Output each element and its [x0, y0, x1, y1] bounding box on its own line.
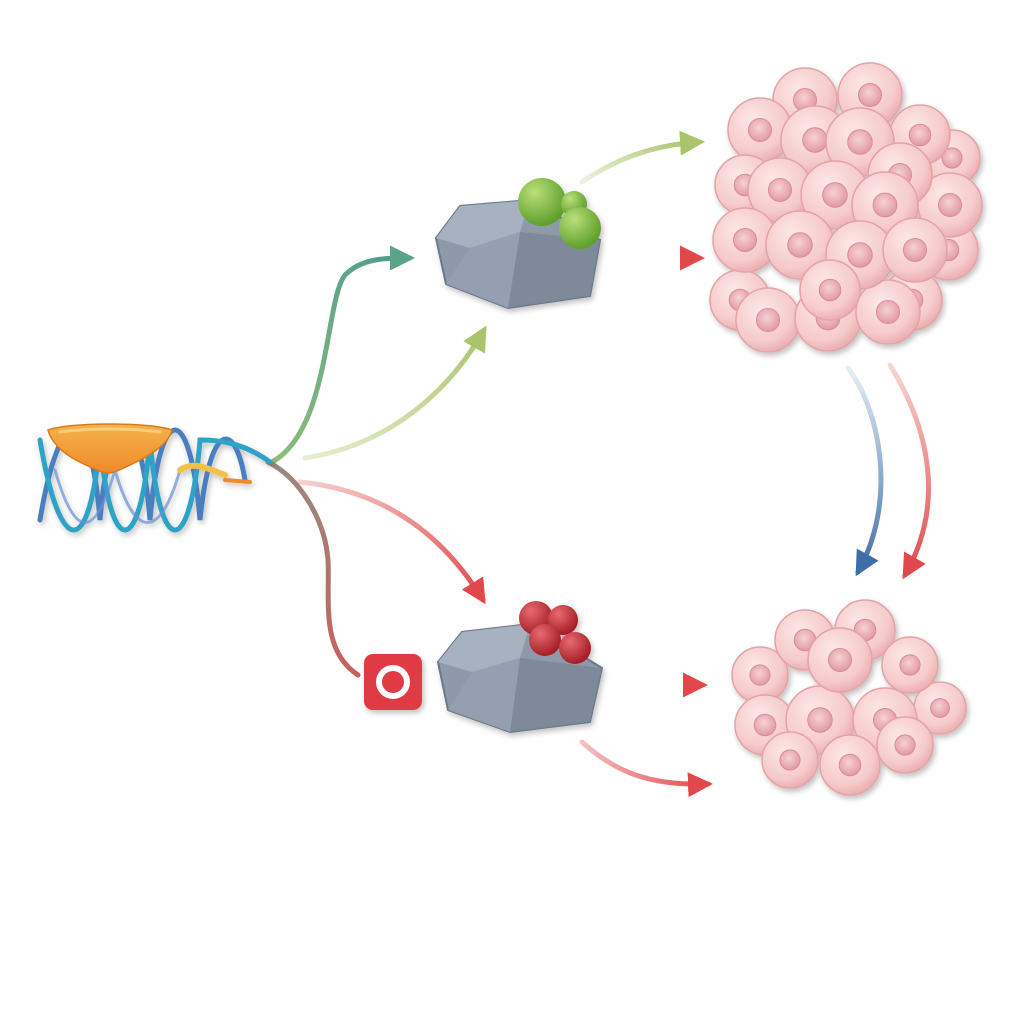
- cell-nucleus: [755, 307, 781, 333]
- cell-cluster-small: [731, 599, 967, 796]
- cell-nucleus: [732, 227, 758, 253]
- cell-nucleus: [787, 232, 813, 258]
- cell-nucleus: [930, 698, 950, 718]
- cell-nucleus: [941, 147, 963, 169]
- cell-nucleus: [894, 734, 916, 756]
- cell-nucleus: [847, 129, 873, 155]
- cell-nucleus: [747, 117, 773, 143]
- inhibitor-badge-icon: [364, 654, 422, 710]
- cell-nucleus: [779, 749, 801, 771]
- arrow-dna-to-protein-teal: [269, 245, 415, 465]
- arrow-dna-to-protein-green: [302, 325, 487, 461]
- protein-red-ligand-icon: [436, 601, 604, 734]
- cell-nucleus: [875, 299, 901, 325]
- cell-nucleus: [872, 192, 898, 218]
- cell-nucleus: [937, 192, 963, 218]
- cell-nucleus: [857, 82, 883, 108]
- arrow-cells-down-red: [887, 362, 931, 580]
- cell-nucleus: [807, 707, 833, 733]
- arrow-dna-to-protein-red: [297, 479, 486, 605]
- arrow-protein-to-cells-green: [579, 130, 705, 185]
- cell-nucleus: [827, 647, 853, 673]
- arrow-cells-down-blue: [845, 365, 884, 577]
- protein-green-ligand-icon: [434, 178, 602, 310]
- cell-nucleus: [822, 182, 848, 208]
- cell-nucleus: [902, 237, 928, 263]
- arrow-inhibited-to-cells-red-2: [579, 739, 713, 798]
- cell-nucleus: [818, 278, 842, 302]
- cell-nucleus: [753, 713, 777, 737]
- cell-nucleus: [767, 177, 793, 203]
- arrow-dna-to-inhibitor: [265, 459, 361, 678]
- cell-nucleus: [749, 664, 771, 686]
- cell-nucleus: [802, 127, 828, 153]
- cell-nucleus: [899, 654, 921, 676]
- cell-nucleus: [908, 123, 932, 147]
- cell-nucleus: [847, 242, 873, 268]
- enzyme-icon: [47, 423, 173, 474]
- edge-arrows: [265, 130, 931, 798]
- cell-cluster-large: [709, 62, 983, 353]
- cell-nucleus: [838, 753, 862, 777]
